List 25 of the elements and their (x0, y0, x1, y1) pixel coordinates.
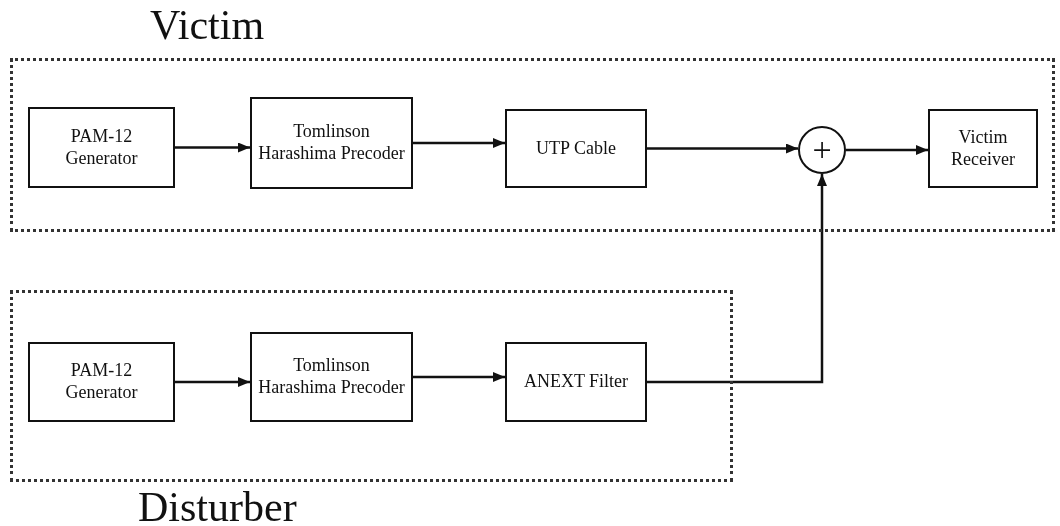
process-box (28, 107, 175, 188)
block-label: UTP Cable (535, 137, 617, 160)
arrow (413, 372, 505, 382)
arrow (175, 142, 250, 153)
process-box (928, 109, 1038, 188)
plus-sign: + (811, 133, 833, 167)
block-label: ANEXT Filter (522, 371, 630, 393)
process-box (250, 97, 413, 189)
block-label: PAM-12 Generator (64, 360, 139, 404)
arrow (846, 145, 928, 155)
process-box (250, 332, 413, 422)
process-box (505, 342, 647, 422)
block-label: Victim Receiver (950, 126, 1016, 171)
block-label: PAM-12 Generator (64, 125, 139, 170)
arrow (647, 174, 827, 384)
summing-junction (798, 126, 846, 174)
arrow (647, 143, 798, 154)
group-heading: Disturber (138, 484, 297, 526)
group-heading: Victim (150, 2, 265, 49)
block-label: Tomlinson Harashima Precoder (257, 121, 406, 165)
block-label: Tomlinson Harashima Precoder (257, 355, 406, 399)
process-box (505, 109, 647, 188)
arrow (175, 377, 250, 387)
arrow (413, 138, 505, 148)
process-box (28, 342, 175, 422)
